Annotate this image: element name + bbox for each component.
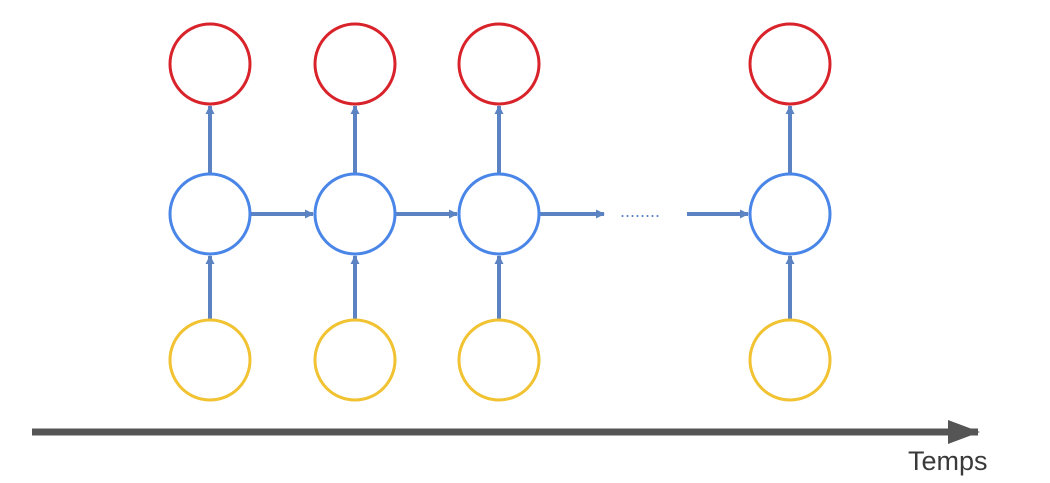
hidden-node-t2 [313,172,397,256]
nodes-layer [168,22,832,402]
hidden-node-tn [748,172,832,256]
time-axis-label: Temps [908,446,988,476]
hidden-node-t3 [457,172,541,256]
edges-layer [205,105,795,320]
output-node-t1 [168,22,252,106]
input-node-t2 [313,318,397,402]
output-node-tn [748,22,832,106]
output-node-t3 [457,22,541,106]
input-node-t1 [168,318,252,402]
input-node-t3 [457,318,541,402]
hidden-node-t1 [168,172,252,256]
sequence-ellipsis: ........ [620,201,660,221]
input-node-tn [748,318,832,402]
output-node-t2 [313,22,397,106]
